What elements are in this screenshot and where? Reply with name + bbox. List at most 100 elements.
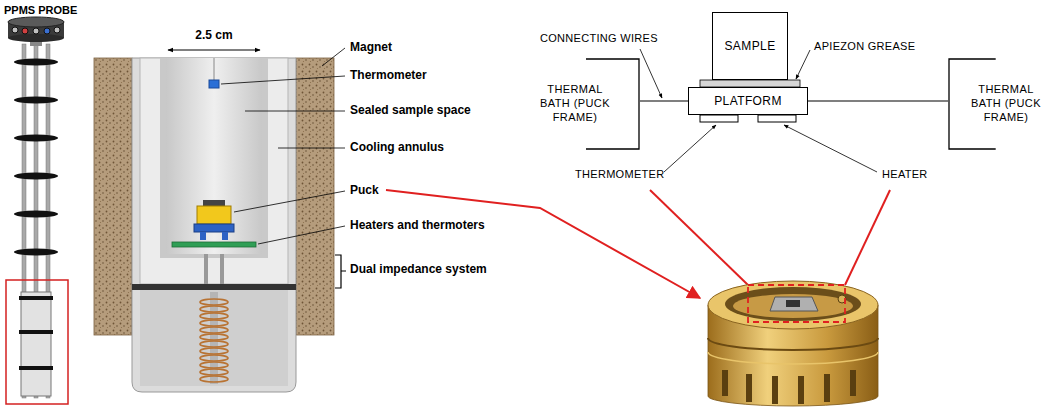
connecting-wire xyxy=(808,100,948,101)
puck-rim xyxy=(708,281,878,329)
sample-space xyxy=(166,58,262,254)
part-label: Puck xyxy=(350,183,379,197)
puck-groove xyxy=(708,352,878,364)
impedance-coil xyxy=(200,334,228,340)
outer-tube xyxy=(132,58,296,392)
node-text: THERMAL BATH (PUCK FRAME) xyxy=(964,83,1048,124)
probe-connector xyxy=(12,27,18,33)
red-guide-line xyxy=(845,190,890,285)
node-text: PLATFORM xyxy=(714,94,782,109)
impedance-coil xyxy=(200,299,228,382)
thermal-bath: THERMAL BATH (PUCK FRAME) xyxy=(948,58,1054,150)
probe-band xyxy=(19,330,53,334)
puck-slot xyxy=(722,370,728,396)
part-label: HEATER xyxy=(882,168,928,181)
thermal-bath: THERMAL BATH (PUCK FRAME) xyxy=(520,58,640,150)
leader-line xyxy=(221,76,345,84)
impedance-coil xyxy=(200,313,228,319)
probe-connector xyxy=(22,28,28,34)
impedance-coil xyxy=(200,306,228,312)
dimension-arrow xyxy=(168,50,260,51)
red-arrow xyxy=(386,190,700,298)
probe-head-bottom xyxy=(8,34,64,42)
platform-box: PLATFORM xyxy=(688,87,808,115)
red-guide-line xyxy=(650,190,748,285)
puck-pin xyxy=(200,232,206,240)
magnet xyxy=(94,58,132,335)
impedance-coil xyxy=(200,376,228,382)
part-label: Heaters and thermoters xyxy=(350,218,485,232)
probe-baffle xyxy=(14,249,58,256)
impedance-coil xyxy=(200,362,228,368)
figure-title: PPMS PROBE xyxy=(4,4,77,17)
puck-slot xyxy=(824,374,830,402)
divider xyxy=(132,284,296,290)
part-label: Cooling annulus xyxy=(350,140,444,154)
probe-connector xyxy=(44,28,50,34)
leader-line xyxy=(784,125,877,172)
thermometer-wire xyxy=(214,58,215,80)
puck xyxy=(197,206,231,224)
puck-chip xyxy=(786,300,800,307)
highlight-frame xyxy=(6,280,68,404)
leader-line xyxy=(221,48,346,288)
probe-baffle xyxy=(14,59,58,66)
puck-platform xyxy=(770,297,818,311)
puck-groove xyxy=(708,338,878,350)
impedance-coil xyxy=(200,327,228,333)
puck-recess xyxy=(725,287,861,321)
puck-photo xyxy=(708,281,878,406)
thermometer xyxy=(209,80,219,88)
impedance-coil xyxy=(200,369,228,375)
part-label: Thermometer xyxy=(350,68,427,82)
grease-layer xyxy=(700,80,800,87)
part-label: CONNECTING WIRES xyxy=(540,32,658,45)
leader-line xyxy=(258,226,345,244)
sample-box: SAMPLE xyxy=(712,12,788,80)
puck-slot xyxy=(798,376,804,404)
probe-baffle xyxy=(14,97,58,104)
leader-line xyxy=(796,50,810,79)
leader-line xyxy=(278,148,345,149)
cooling-annulus xyxy=(140,58,288,284)
impedance-coil xyxy=(200,320,228,326)
impedance-coil xyxy=(200,355,228,361)
cryostat-section xyxy=(94,50,334,392)
puck-base xyxy=(194,224,234,232)
puck-floor xyxy=(733,294,853,318)
probe-baffle xyxy=(14,173,58,180)
part-label: APIEZON GREASE xyxy=(814,40,915,53)
heater-plate xyxy=(172,242,256,247)
heater-chip xyxy=(758,115,796,122)
dimension-label: 2.5 cm xyxy=(195,28,232,42)
leader-line xyxy=(245,111,345,112)
probe-band xyxy=(19,366,53,370)
part-label: Dual impedance system xyxy=(350,262,487,276)
impedance-coil xyxy=(200,348,228,354)
node-text: THERMAL BATH (PUCK FRAME) xyxy=(533,83,617,124)
probe-baffle xyxy=(14,135,58,142)
leader-line xyxy=(664,125,716,172)
part-label: Sealed sample space xyxy=(350,103,471,117)
impedance-coil xyxy=(200,341,228,347)
inner-tube-wall xyxy=(160,58,268,258)
probe-head-top xyxy=(8,17,64,27)
impedance-coil xyxy=(200,299,228,305)
lower-chamber xyxy=(140,290,288,386)
leader-line xyxy=(234,191,345,212)
probe-connector xyxy=(33,28,39,34)
probe-drawing xyxy=(6,17,68,404)
node-text: SAMPLE xyxy=(724,39,775,54)
puck-slot xyxy=(850,370,856,396)
leader-line xyxy=(322,48,345,66)
probe-connector xyxy=(54,27,60,33)
part-label: Magnet xyxy=(350,40,392,54)
part-label: THERMOMETER xyxy=(575,168,664,181)
probe-band xyxy=(19,296,53,300)
connecting-wire xyxy=(640,100,688,101)
puck-pin xyxy=(222,232,228,240)
leader-line xyxy=(640,49,662,98)
